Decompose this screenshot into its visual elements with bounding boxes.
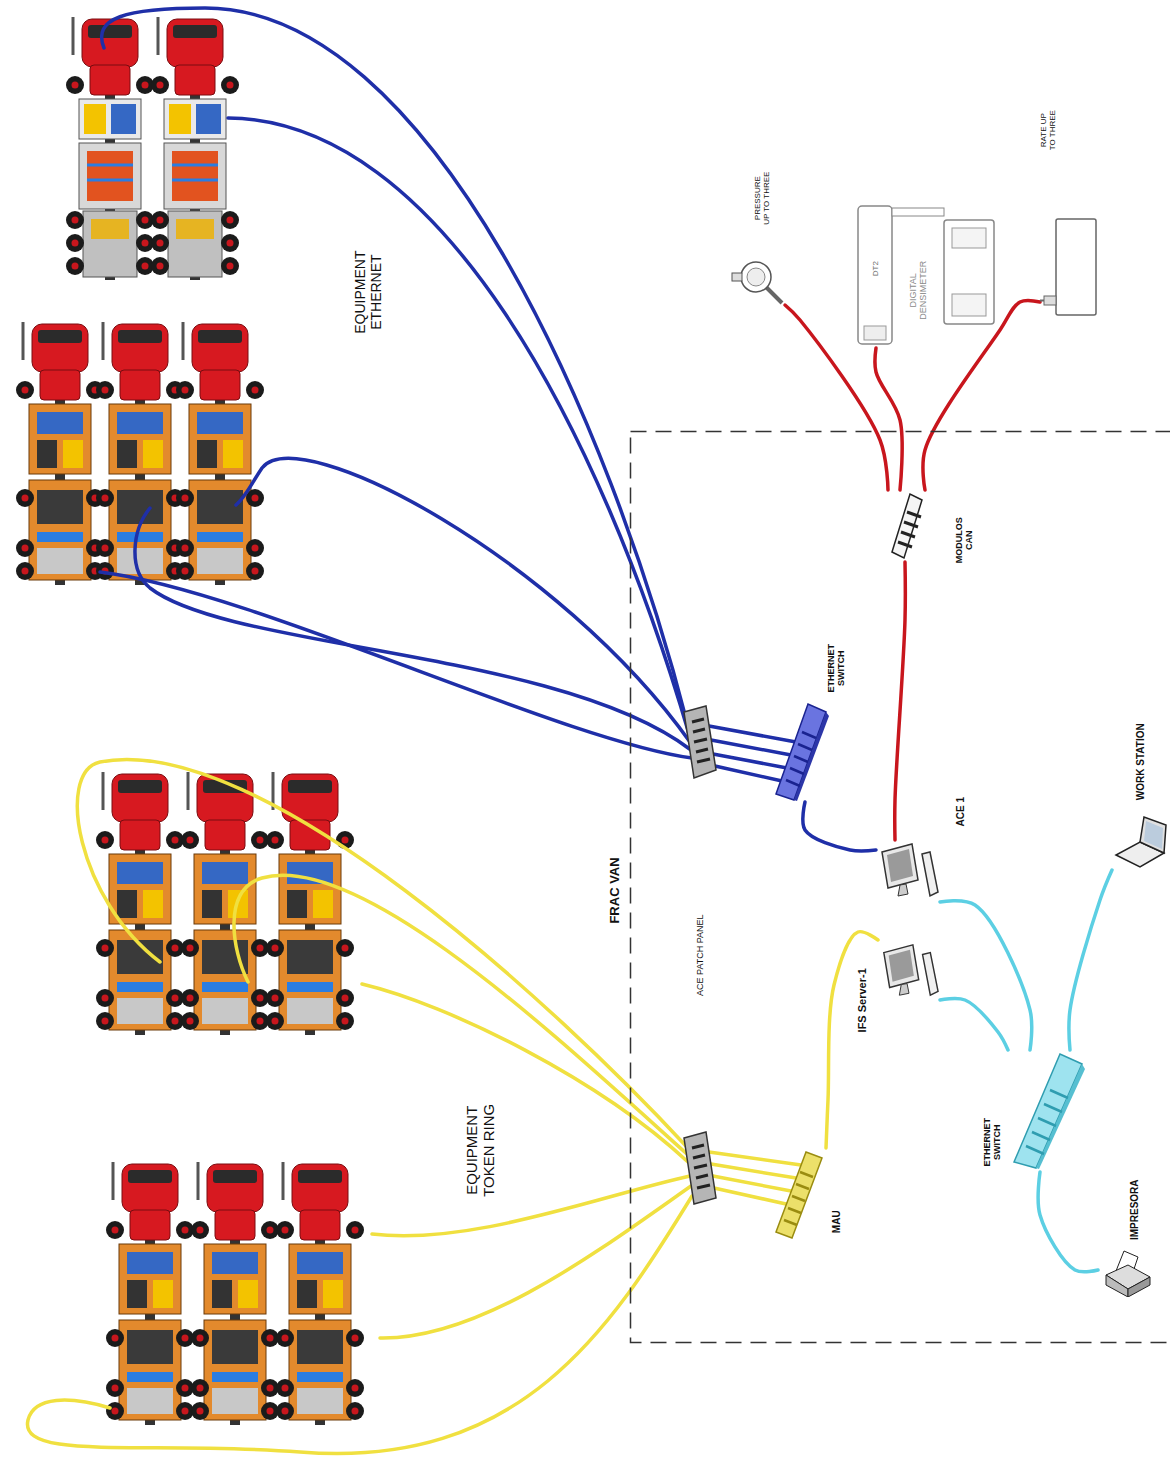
lan-cable — [1038, 1172, 1098, 1272]
ethernet-cable — [100, 8, 796, 781]
server-icon — [878, 940, 940, 1002]
pressure-sensor-icon — [730, 255, 785, 305]
node-label: ETHERNET SWITCH — [982, 1115, 1003, 1169]
rate-sensor-icon — [1040, 215, 1100, 320]
workstation: WORK STATION — [1112, 815, 1167, 870]
node-label: PRESSURE UP TO THREE — [753, 170, 771, 226]
ethernet-switch: ETHERNET SWITCH — [1008, 1050, 1088, 1172]
node-label: MODULOS CAN — [954, 514, 975, 566]
ethernet-switch-icon — [770, 700, 832, 802]
group-label: EQUIPMENT ETHERNET — [352, 246, 384, 338]
lan-cable — [940, 999, 1008, 1050]
mau-hub-icon — [770, 1148, 826, 1240]
rate-sensor: RATE UP TO THREE — [1040, 215, 1100, 320]
node-label: RATE UP TO THREE — [1039, 108, 1057, 152]
device-marking: DT2 — [870, 261, 879, 276]
node-label: IFS Server-1 — [856, 968, 869, 1032]
lan-cable — [940, 901, 1032, 1050]
ethernet-switch-icon — [1008, 1050, 1088, 1172]
printer: IMPRESORA — [1098, 1245, 1154, 1297]
can-cable — [875, 348, 902, 490]
token-ring-cable — [27, 759, 801, 1453]
token-ring-cable — [826, 932, 878, 1148]
frac-van-region-icon — [600, 430, 1170, 1345]
can-module: MODULOS CAN — [888, 490, 926, 562]
computer: ACE 1 — [876, 840, 940, 902]
lan-cable — [1069, 870, 1112, 1050]
can-cable — [923, 301, 1040, 490]
node-label: IMPRESORA — [1128, 1179, 1140, 1240]
node-label: ACE 1 — [954, 797, 966, 826]
ethernet-cable — [803, 802, 876, 851]
panel-label: ACE PATCH PANEL — [695, 914, 705, 996]
workstation-icon — [1112, 815, 1167, 870]
node-label: ETHERNET SWITCH — [826, 641, 847, 695]
patch-panel — [684, 706, 716, 1204]
node-label: MAU — [830, 1210, 842, 1233]
can-cable — [895, 562, 906, 840]
printer-icon — [1098, 1245, 1154, 1297]
computer-icon — [876, 840, 940, 902]
pressure-sensor: PRESSURE UP TO THREE — [730, 255, 785, 305]
truck-group — [16, 17, 364, 1425]
node-label: WORK STATION — [1134, 723, 1146, 800]
frac-van-region: FRAC VAN ETHERNET SWITCH MODULOS CAN ACE 1 W… — [600, 430, 1170, 1345]
node-label: DIGITAL DENSIMETER — [908, 258, 929, 322]
ethernet-switch: ETHERNET SWITCH — [770, 700, 832, 802]
mau-hub: MAU — [770, 1148, 826, 1240]
group-label: EQUIPMENT TOKEN RING — [463, 1100, 498, 1200]
can-module-icon — [888, 490, 926, 562]
server: IFS Server-1 — [878, 940, 940, 1002]
node-label: FRAC VAN — [608, 857, 623, 923]
